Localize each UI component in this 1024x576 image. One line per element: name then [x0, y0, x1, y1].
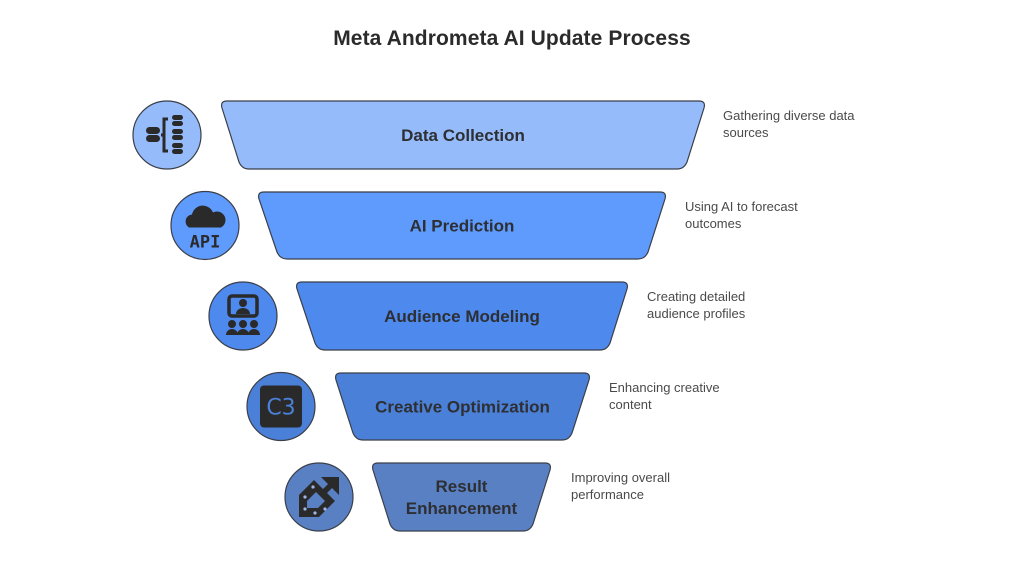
arrow-upright-icon [284, 462, 354, 532]
description-line: audience profiles [647, 306, 746, 321]
cloud-api-icon: API [170, 190, 240, 261]
funnel-stage: AI Prediction [257, 191, 667, 260]
stage-label: Audience Modeling [384, 307, 540, 326]
diagram-title: Meta Andrometa AI Update Process [333, 27, 691, 50]
description-line: content [609, 397, 652, 412]
description-line: Gathering diverse data [723, 108, 855, 123]
description-line: Enhancing creative [609, 380, 720, 395]
description-line: performance [571, 487, 644, 502]
svg-text:API: API [190, 233, 221, 253]
description-line: Using AI to forecast [685, 199, 798, 214]
svg-text:C3: C3 [266, 396, 295, 421]
description-line: Creating detailed [647, 289, 746, 304]
stage-description: Using AI to forecast outcomes [685, 198, 865, 232]
funnel-stage: Data Collection [220, 100, 706, 170]
presentation-audience-icon [208, 281, 278, 351]
c3-badge-icon: C3 [246, 371, 316, 442]
database-hierarchy-icon [132, 100, 202, 170]
funnel-stage: Creative Optimization [334, 372, 591, 441]
stage-label: Creative Optimization [375, 398, 550, 417]
stage-label: Data Collection [401, 126, 525, 145]
stage-description: Improving overall performance [571, 469, 751, 503]
funnel-band [257, 191, 667, 260]
stage-label: Result [436, 477, 488, 496]
description-line: outcomes [685, 216, 742, 231]
funnel-band [295, 281, 629, 351]
description-line: sources [723, 125, 769, 140]
description-line: Improving overall [571, 470, 670, 485]
stage-description: Creating detailed audience profiles [647, 288, 827, 322]
funnel-stage: Audience Modeling [295, 281, 629, 351]
stage-description: Enhancing creative content [609, 379, 789, 413]
stage-label: AI Prediction [410, 217, 515, 236]
funnel-band [334, 372, 591, 441]
stage-description: Gathering diverse data sources [723, 107, 903, 141]
stage-label: Enhancement [406, 499, 518, 518]
funnel-band [371, 462, 552, 532]
funnel-band [220, 100, 706, 170]
